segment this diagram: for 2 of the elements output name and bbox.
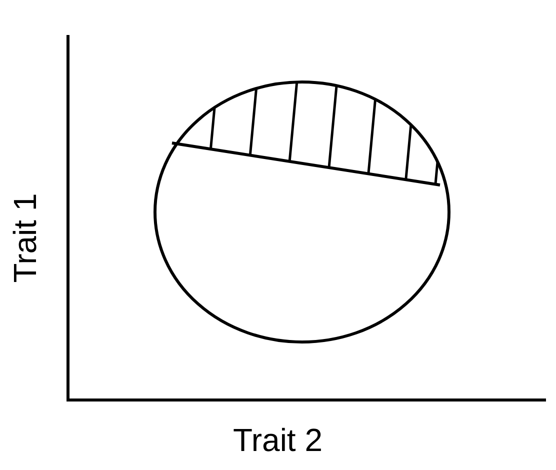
axis-label: Trait 1 (8, 193, 41, 283)
axis-label: Trait 2 (233, 424, 322, 456)
